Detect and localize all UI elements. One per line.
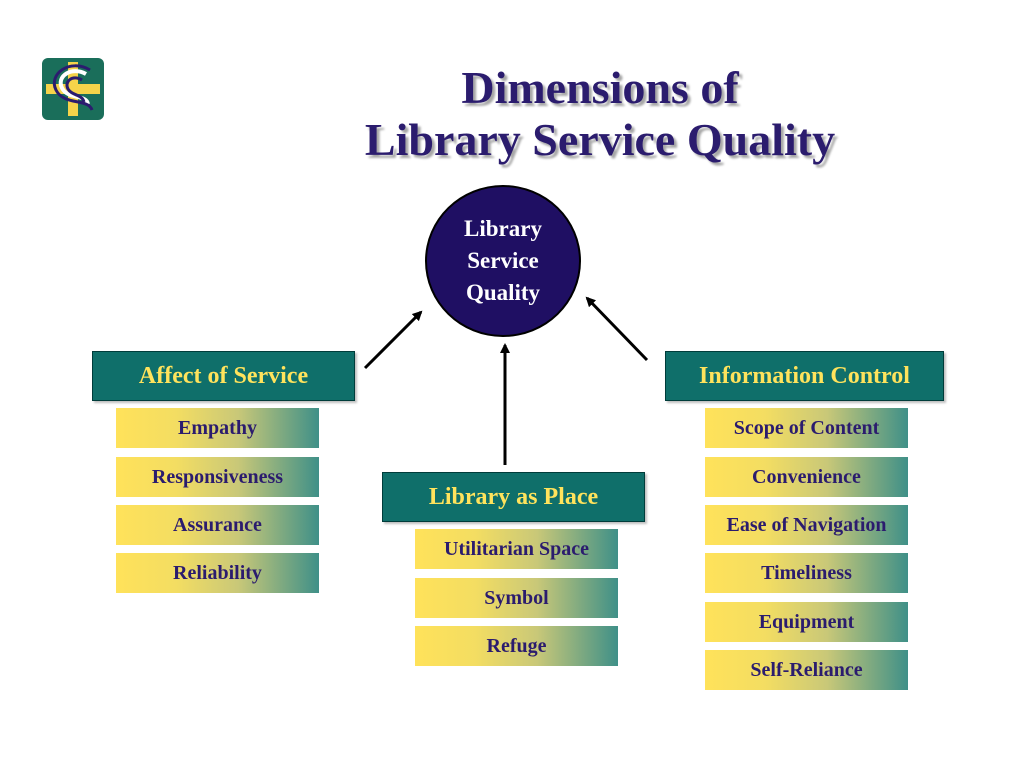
dimension-item-place: Symbol — [415, 578, 618, 618]
center-node-library-service-quality: Library Service Quality — [425, 185, 581, 337]
dimension-item-information: Equipment — [705, 602, 908, 642]
dimension-item-information: Ease of Navigation — [705, 505, 908, 545]
center-line-2: Service — [467, 248, 539, 273]
dimension-header-affect: Affect of Service — [92, 351, 355, 401]
title-line-1: Dimensions of — [461, 62, 739, 113]
dimension-item-affect: Assurance — [116, 505, 319, 545]
dimension-item-affect: Empathy — [116, 408, 319, 448]
dimension-item-information: Timeliness — [705, 553, 908, 593]
dimension-item-information: Convenience — [705, 457, 908, 497]
dimension-header-place: Library as Place — [382, 472, 645, 522]
library-logo-icon — [42, 58, 104, 120]
page-title: Dimensions of Library Service Quality — [300, 62, 900, 166]
dimension-item-information: Self-Reliance — [705, 650, 908, 690]
title-line-2: Library Service Quality — [364, 114, 836, 165]
dimension-item-affect: Reliability — [116, 553, 319, 593]
center-line-3: Quality — [465, 280, 541, 305]
dimension-item-place: Utilitarian Space — [415, 529, 618, 569]
arrow-information-to-center — [585, 296, 649, 362]
dimension-item-affect: Responsiveness — [116, 457, 319, 497]
arrow-affect-to-center — [363, 310, 423, 370]
dimension-item-information: Scope of Content — [705, 408, 908, 448]
center-line-1: Library — [464, 216, 542, 241]
dimension-item-place: Refuge — [415, 626, 618, 666]
dimension-header-information: Information Control — [665, 351, 944, 401]
